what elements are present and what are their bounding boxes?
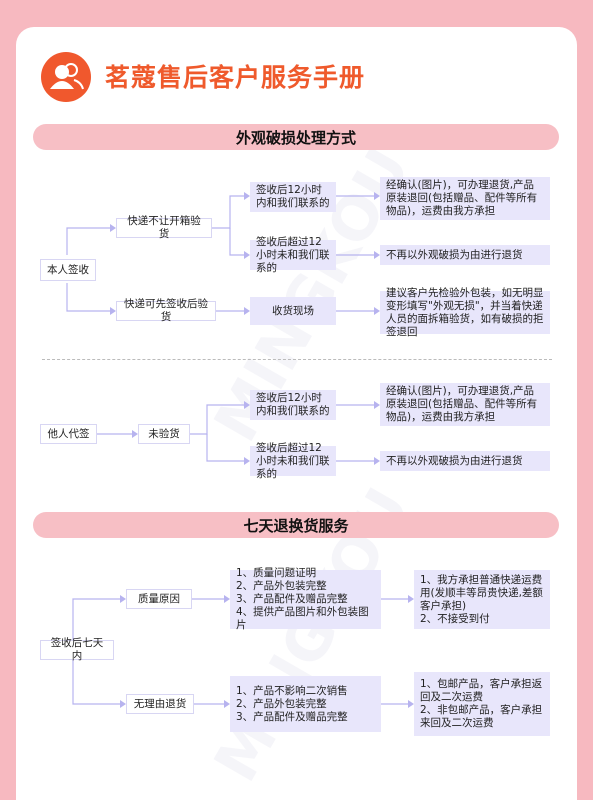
quality-requirements: 1、质量问题证明 2、产品外包装完整 3、产品配件及赠品完整 4、提供产品图片和… xyxy=(230,567,381,631)
over12-node: 签收后超过12小时未和我们联系的 xyxy=(250,442,336,480)
section-heading: 七天退换货服务 xyxy=(33,512,559,538)
within12-node: 签收后12小时内和我们联系的 xyxy=(250,390,336,420)
list-item: 1、包邮产品，客户承担返回及二次运费 xyxy=(420,678,543,703)
list-item: 2、不接受到付 xyxy=(420,612,490,625)
list-item: 1、我方承担普通快递运费用(发顺丰等昂贵快递,差额客户承担) xyxy=(420,573,543,612)
page-title: 茗蔻售后客户服务手册 xyxy=(105,63,366,92)
no-reason-node: 无理由退货 xyxy=(126,694,194,714)
not-checked-node: 未验货 xyxy=(138,424,190,444)
list-item: 3、产品配件及赠品完整 xyxy=(236,710,348,723)
list-item: 2、产品外包装完整 xyxy=(236,697,327,710)
onsite-node: 收货现场 xyxy=(250,297,336,325)
list-item: 1、产品不影响二次销售 xyxy=(236,684,348,697)
divider xyxy=(42,359,552,360)
result-no-node: 不再以外观破损为由进行退货 xyxy=(380,451,550,471)
list-item: 4、提供产品图片和外包装图片 xyxy=(236,606,369,631)
list-item: 3、产品配件及赠品完整 xyxy=(236,593,348,605)
section-heading: 外观破损处理方式 xyxy=(33,124,559,150)
quality-results: 1、我方承担普通快递运费用(发顺丰等昂贵快递,差额客户承担) 2、不接受到付 xyxy=(414,570,550,629)
result-onsite-node: 建议客户先检验外包装，如无明显变形填写"外观无损"，并当着快递人员的面拆箱验货，… xyxy=(380,287,550,338)
self-sign-node: 本人签收 xyxy=(40,259,96,281)
list-item: 2、产品外包装完整 xyxy=(236,580,327,592)
within12-node: 签收后12小时内和我们联系的 xyxy=(250,182,336,212)
list-item: 1、质量问题证明 xyxy=(236,567,317,579)
list-item: 2、非包邮产品，客户承担来回及二次运费 xyxy=(420,704,543,729)
users-icon xyxy=(41,52,91,102)
can-open-node: 快递可先签收后验货 xyxy=(116,298,216,323)
noreason-results: 1、包邮产品，客户承担返回及二次运费 2、非包邮产品，客户承担来回及二次运费 xyxy=(414,672,550,736)
no-open-node: 快递不让开箱验货 xyxy=(116,215,212,240)
result-no-node: 不再以外观破损为由进行退货 xyxy=(380,245,550,265)
result-ok-node: 经确认(图片)，可办理退货,产品原装退回(包括赠品、配件等所有物品)，运费由我方… xyxy=(380,177,550,220)
within7-node: 签收后七天内 xyxy=(40,637,114,662)
over12-node: 签收后超过12小时未和我们联系的 xyxy=(250,236,336,274)
other-sign-node: 他人代签 xyxy=(40,424,97,444)
result-ok-node: 经确认(图片)，可办理退货,产品原装退回(包括赠品、配件等所有物品)，运费由我方… xyxy=(380,383,550,426)
quality-node: 质量原因 xyxy=(126,589,192,609)
noreason-requirements: 1、产品不影响二次销售 2、产品外包装完整 3、产品配件及赠品完整 xyxy=(230,676,381,732)
